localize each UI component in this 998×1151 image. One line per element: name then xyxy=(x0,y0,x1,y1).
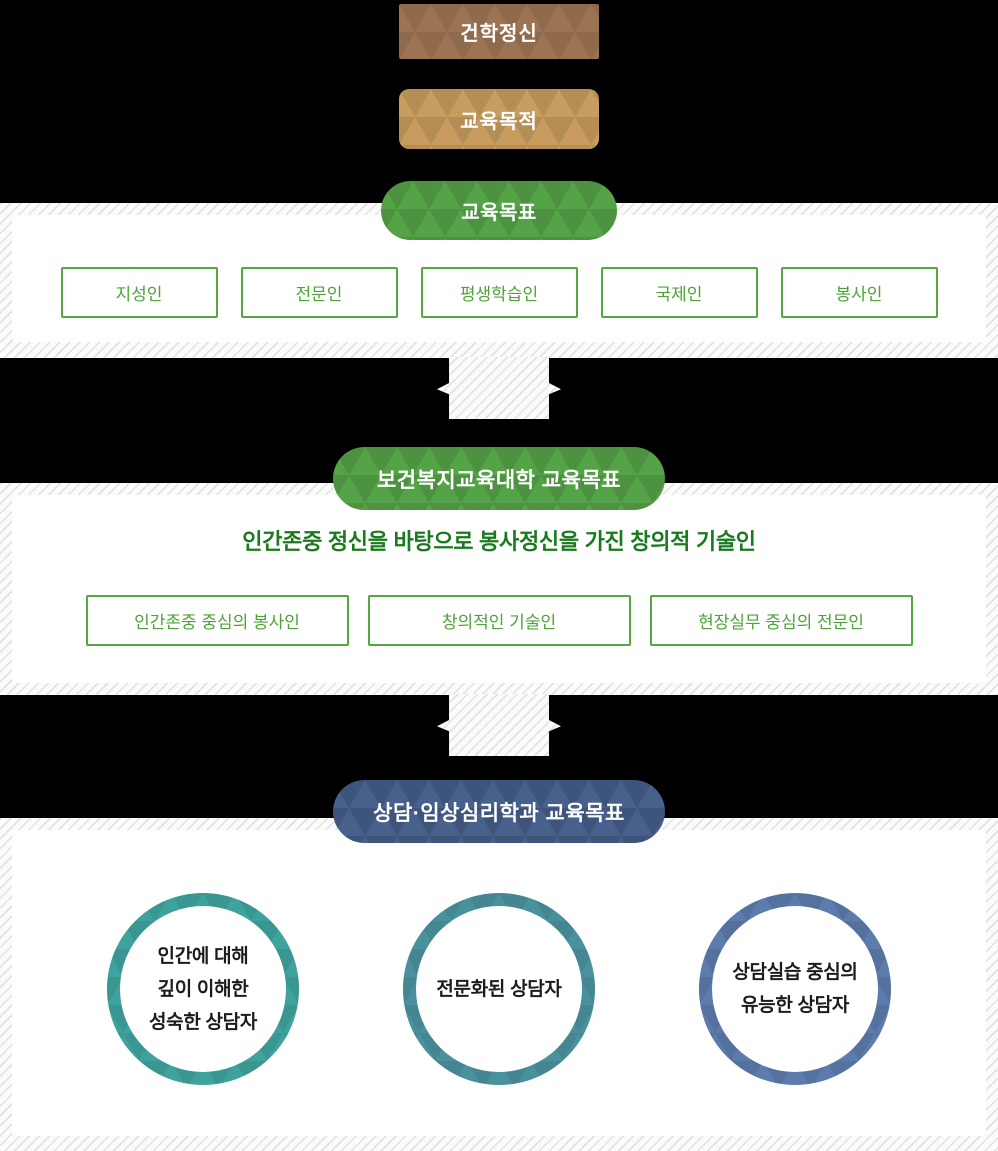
goal-circle-line: 인간에 대해 xyxy=(157,945,249,967)
goal-circle: 인간에 대해 깊이 이해한 성숙한 상담자 xyxy=(107,893,299,1085)
goal-item-box: 인간존중 중심의 봉사인 xyxy=(85,595,349,646)
education-goals-label: 교육목표 xyxy=(461,202,537,224)
goal-item-label: 국제인 xyxy=(655,285,703,304)
goal-item-box: 봉사인 xyxy=(780,267,938,318)
down-arrow-icon xyxy=(437,694,561,756)
goal-circle-text: 전문화된 상담자 xyxy=(416,906,582,1072)
goal-circle-text: 인간에 대해 깊이 이해한 성숙한 상담자 xyxy=(120,906,286,1072)
college-goals-heading: 인간존중 정신을 바탕으로 봉사정신을 가진 창의적 기술인 xyxy=(242,529,756,554)
goal-circle-line: 성숙한 상담자 xyxy=(148,1011,258,1033)
goal-item-box: 평생학습인 xyxy=(420,267,578,318)
education-purpose-label: 교육목적 xyxy=(460,110,538,133)
goal-item-label: 전문인 xyxy=(295,285,343,304)
goal-item-box: 지성인 xyxy=(60,267,218,318)
goal-item-label: 창의적인 기술인 xyxy=(441,613,557,632)
education-goals-pill: 교육목표 xyxy=(381,181,617,240)
goal-circle-line: 깊이 이해한 xyxy=(157,978,249,1000)
department-goals-pill-label: 상담·임상심리학과 교육목표 xyxy=(373,801,625,825)
down-arrow-icon xyxy=(437,357,561,419)
goal-circle-text: 상담실습 중심의 유능한 상담자 xyxy=(712,906,878,1072)
college-goals-card xyxy=(12,495,986,683)
goal-circle: 전문화된 상담자 xyxy=(403,893,595,1085)
department-goal-circles: 인간에 대해 깊이 이해한 성숙한 상담자 전문화된 상담자 상담실습 중심의 … xyxy=(0,893,998,1085)
department-goals-pill: 상담·임상심리학과 교육목표 xyxy=(333,780,665,843)
goal-item-box: 창의적인 기술인 xyxy=(367,595,631,646)
college-goals-section: 인간존중 정신을 바탕으로 봉사정신을 가진 창의적 기술인 인간존중 중심의 … xyxy=(0,483,998,695)
goal-item-box: 전문인 xyxy=(240,267,398,318)
goal-item-box: 현장실무 중심의 전문인 xyxy=(649,595,913,646)
college-goal-items: 인간존중 중심의 봉사인 창의적인 기술인 현장실무 중심의 전문인 xyxy=(0,595,998,646)
goal-circle-line: 유능한 상담자 xyxy=(740,995,850,1016)
college-goals-pill-label: 보건복지교육대학 교육목표 xyxy=(376,468,622,492)
goal-item-label: 현장실무 중심의 전문인 xyxy=(698,613,864,632)
college-goals-pill: 보건복지교육대학 교육목표 xyxy=(333,447,665,510)
goal-item-label: 평생학습인 xyxy=(459,285,539,304)
goal-circle: 상담실습 중심의 유능한 상담자 xyxy=(699,893,891,1085)
department-goals-section: 인간에 대해 깊이 이해한 성숙한 상담자 전문화된 상담자 상담실습 중심의 … xyxy=(0,818,998,1151)
goal-item-label: 봉사인 xyxy=(835,285,883,304)
education-purpose-box: 교육목적 xyxy=(399,89,599,149)
goal-circle-line: 상담실습 중심의 xyxy=(732,962,858,983)
goal-item-box: 국제인 xyxy=(600,267,758,318)
university-goal-items: 지성인 전문인 평생학습인 국제인 봉사인 xyxy=(0,267,998,318)
goal-item-label: 지성인 xyxy=(115,285,163,304)
goal-item-label: 인간존중 중심의 봉사인 xyxy=(134,613,300,632)
goal-circle-line: 전문화된 상담자 xyxy=(436,978,562,1000)
founding-spirit-label: 건학정신 xyxy=(460,23,538,45)
founding-spirit-box: 건학정신 xyxy=(399,4,599,59)
